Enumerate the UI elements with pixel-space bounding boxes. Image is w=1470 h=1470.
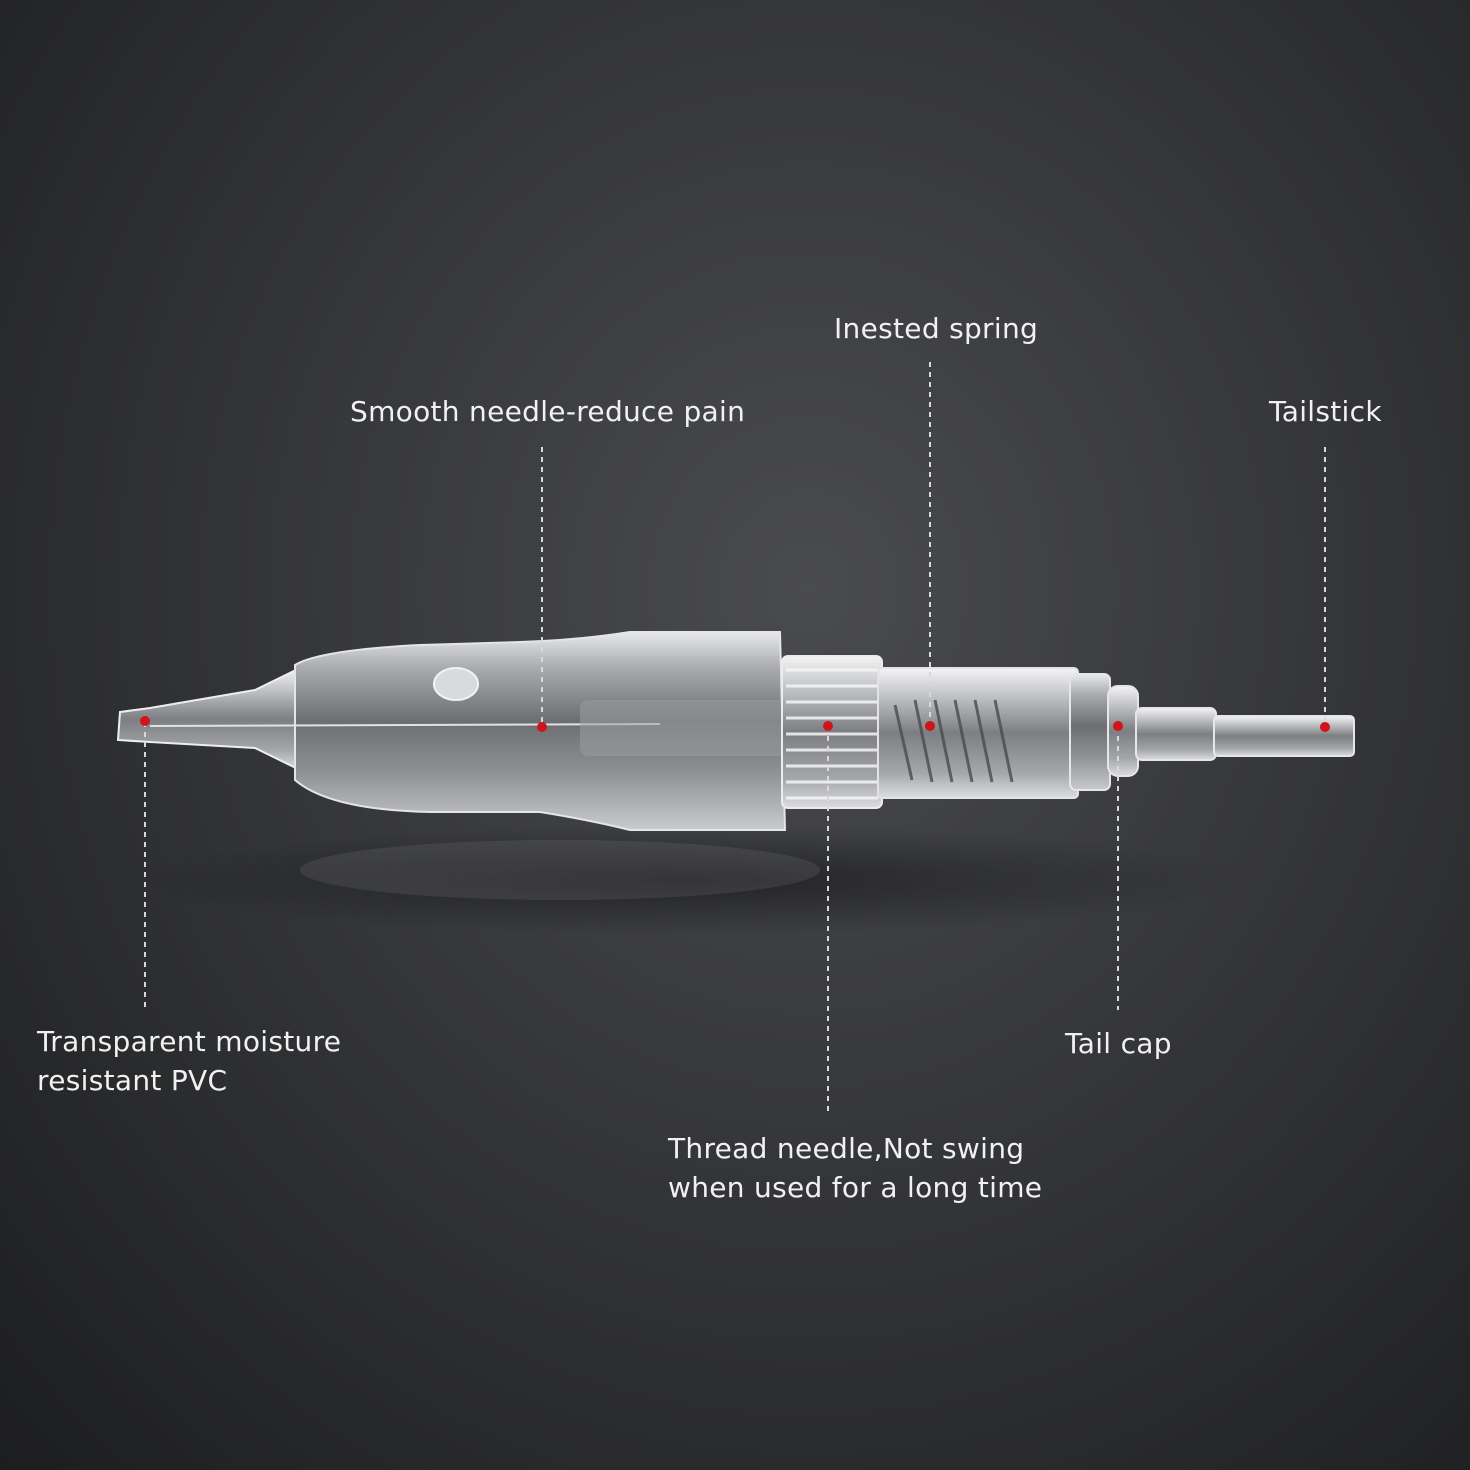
callout-thread-needle: Thread needle,Not swing when used for a … (668, 1129, 1042, 1207)
marker-thread-needle (823, 721, 833, 731)
callout-tail-cap: Tail cap (1065, 1024, 1172, 1063)
callout-tailstick: Tailstick (1269, 392, 1382, 431)
callout-inested-spring: Inested spring (834, 309, 1038, 348)
callout-text: when used for a long time (668, 1171, 1043, 1204)
marker-smooth-needle (537, 722, 547, 732)
needle-line (149, 723, 661, 727)
callout-text: resistant PVC (37, 1064, 228, 1097)
tailstick-part (1135, 707, 1355, 761)
marker-transparent-pvc (140, 716, 150, 726)
product-shadow (130, 825, 1250, 935)
callout-transparent-pvc: Transparent moisture resistant PVC (37, 1022, 341, 1100)
callout-smooth-needle: Smooth needle-reduce pain (350, 392, 745, 431)
callout-text: Inested spring (834, 312, 1039, 345)
product-reflection (300, 840, 820, 900)
callout-text: Tail cap (1065, 1027, 1172, 1060)
grip-window (433, 667, 479, 701)
inner-collar (580, 700, 790, 756)
spring-barrel (877, 667, 1079, 799)
callout-text: Tailstick (1269, 395, 1382, 428)
callout-text: Smooth needle-reduce pain (350, 395, 746, 428)
marker-tailstick (1320, 722, 1330, 732)
callout-text: Thread needle,Not swing (668, 1132, 1025, 1165)
marker-tail-cap (1113, 721, 1123, 731)
callout-text: Transparent moisture (37, 1025, 342, 1058)
marker-inested-spring (925, 721, 935, 731)
tail-cap-part (1069, 673, 1139, 791)
thread-section (781, 655, 883, 809)
